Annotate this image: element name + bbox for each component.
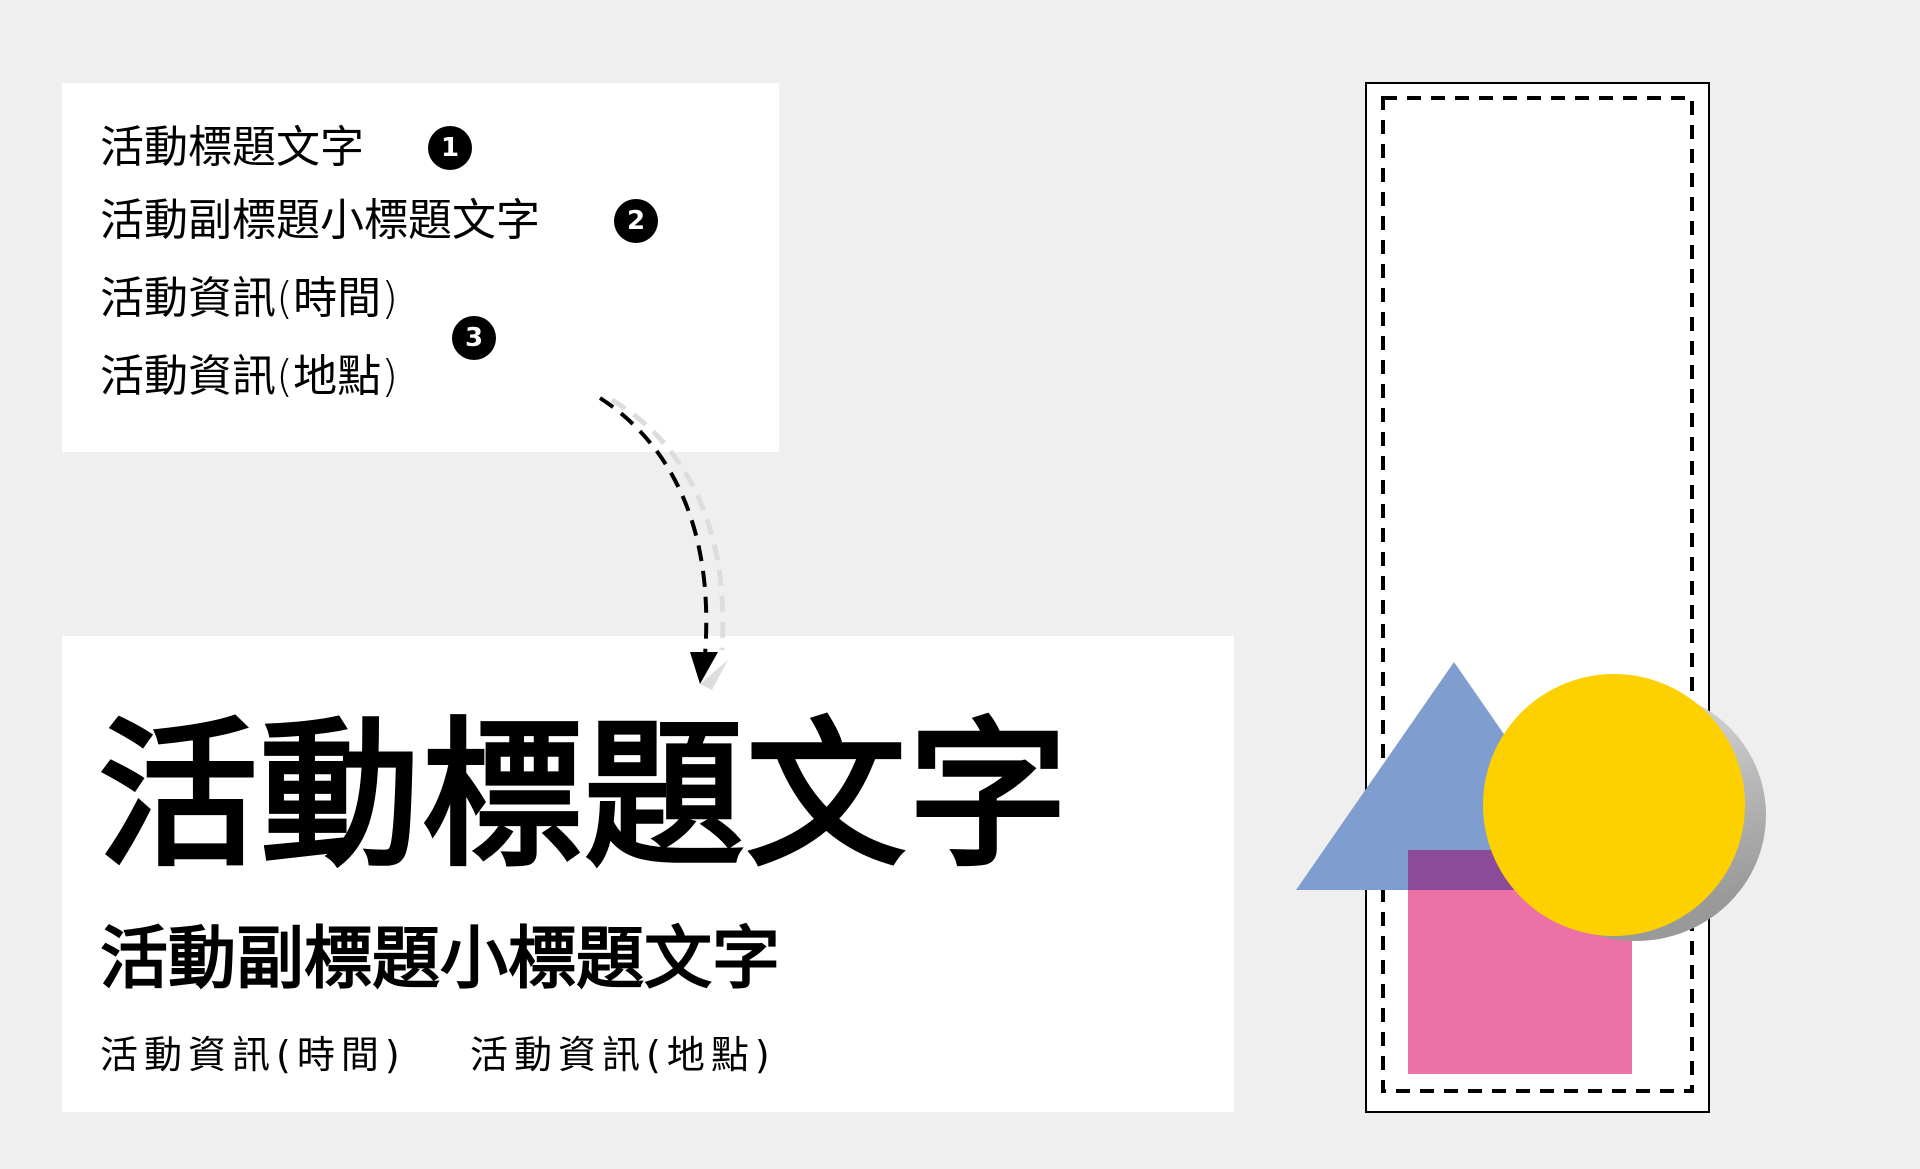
- arrow-head-shadow: [700, 660, 728, 690]
- circle-shape: [1483, 674, 1745, 936]
- legend-info-time-label: 活動資訊(時間): [100, 273, 399, 324]
- legend-subtitle-label: 活動副標題小標題文字: [100, 195, 540, 246]
- badge-2: 2: [614, 199, 658, 243]
- legend-title-label: 活動標題文字: [100, 122, 364, 173]
- preview-subtitle: 活動副標題小標題文字: [100, 920, 781, 999]
- curved-arrow: [598, 396, 709, 656]
- preview-title: 活動標題文字: [98, 702, 1071, 889]
- arrow-shadow: [610, 397, 726, 651]
- arrow-head-icon: [690, 652, 718, 684]
- legend-panel: 活動標題文字 1 活動副標題小標題文字 2 活動資訊(時間) 活動資訊(地點) …: [62, 83, 779, 452]
- frame-dashed: [1381, 96, 1694, 1093]
- legend-info-place-label: 活動資訊(地點): [100, 351, 399, 402]
- preview-info-place: 活動資訊(地點): [470, 1033, 776, 1077]
- preview-info-time: 活動資訊(時間): [100, 1033, 406, 1077]
- badge-3: 3: [452, 316, 496, 360]
- badge-1: 1: [428, 126, 472, 170]
- preview-panel: 活動標題文字 活動副標題小標題文字 活動資訊(時間) 活動資訊(地點): [62, 636, 1234, 1112]
